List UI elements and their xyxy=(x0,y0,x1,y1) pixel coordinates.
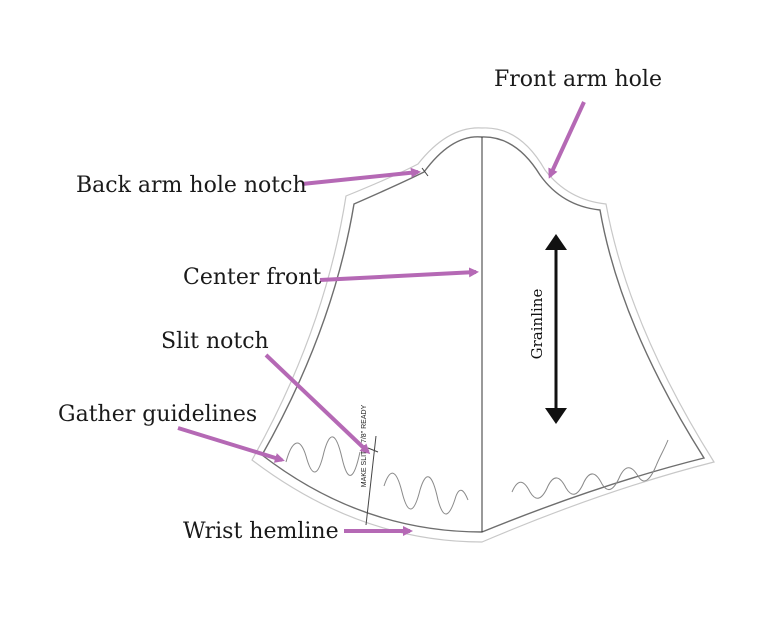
label-slit-notch: Slit notch xyxy=(161,329,269,354)
label-front-arm-hole: Front arm hole xyxy=(494,67,662,92)
label-wrist-hemline: Wrist hemline xyxy=(183,519,339,544)
grainline-label: Grainline xyxy=(528,289,546,360)
gather-guideline-left-lower xyxy=(383,472,469,515)
sleeve-outline xyxy=(261,136,706,533)
slit-notch-arrow xyxy=(264,353,371,455)
label-back-arm-hole-notch: Back arm hole notch xyxy=(76,173,307,198)
gather-guidelines-arrow xyxy=(177,426,285,463)
front-arm-hole-arrow xyxy=(548,101,586,179)
center-front-arrow xyxy=(319,267,479,282)
back-arm-hole-notch-arrow xyxy=(301,167,421,186)
grainline-arrow xyxy=(545,234,567,424)
seam-allowance-outline xyxy=(251,127,715,543)
back-arm-hole-notch-mark xyxy=(421,167,429,177)
gather-guideline-left xyxy=(285,436,361,476)
gather-guideline-right xyxy=(511,439,669,499)
slit-notch-mark xyxy=(367,447,379,453)
label-gather-guidelines: Gather guidelines xyxy=(58,402,257,427)
label-center-front: Center front xyxy=(183,265,321,290)
